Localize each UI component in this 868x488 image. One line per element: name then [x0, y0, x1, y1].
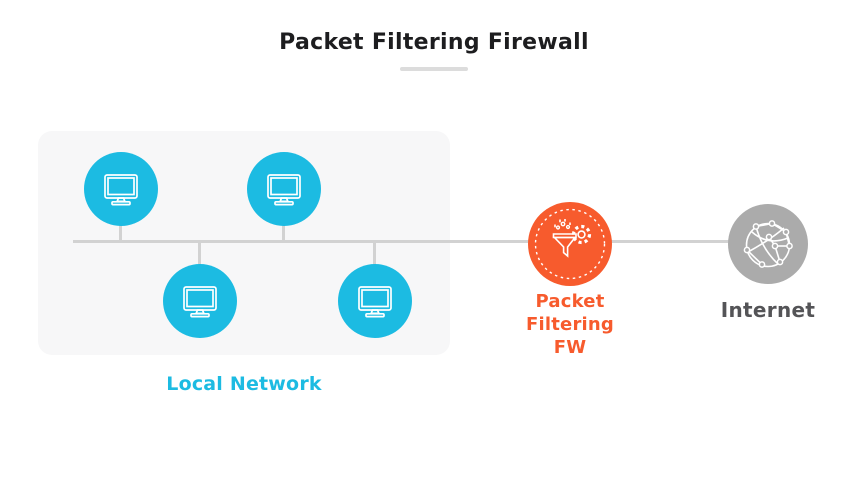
firewall-label-line3: FW — [553, 337, 587, 358]
connector-line — [119, 222, 122, 242]
computer-monitor-icon — [267, 174, 301, 206]
globe-network-icon — [743, 220, 793, 268]
internet-label: Internet — [720, 298, 816, 322]
firewall-label-line1: Packet — [535, 291, 605, 312]
computer-monitor-icon — [183, 286, 217, 318]
workstation-node — [338, 264, 412, 338]
connector-line — [198, 242, 201, 267]
workstation-node — [84, 152, 158, 226]
connector-line — [282, 222, 285, 242]
workstation-node — [247, 152, 321, 226]
computer-monitor-icon — [358, 286, 392, 318]
title-underline — [400, 67, 468, 71]
firewall-label: Packet Filtering FW — [510, 290, 630, 359]
network-bus-line — [73, 240, 768, 243]
firewall-node — [528, 202, 612, 286]
workstation-node — [163, 264, 237, 338]
funnel-gear-icon — [534, 208, 606, 280]
firewall-label-line2: Filtering — [526, 314, 614, 335]
diagram-title: Packet Filtering Firewall — [279, 30, 589, 55]
connector-line — [373, 242, 376, 267]
local-network-label: Local Network — [166, 373, 322, 395]
internet-node — [728, 204, 808, 284]
computer-monitor-icon — [104, 174, 138, 206]
